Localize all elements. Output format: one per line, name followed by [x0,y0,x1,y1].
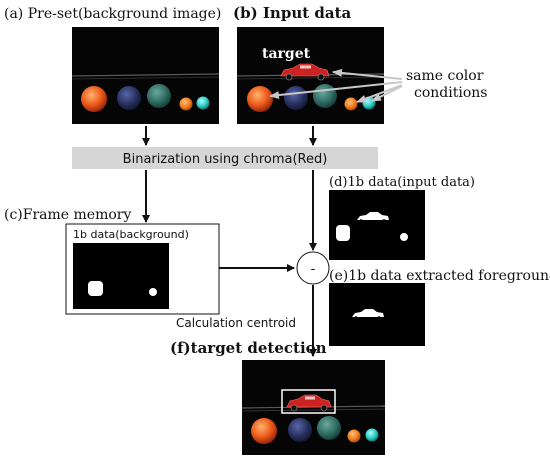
detection-image [241,360,386,455]
centroid-label: Calculation centroid [176,316,296,330]
background-image [71,27,220,124]
minus-symbol: - [311,262,316,277]
detection-label: (f)target detection [170,339,327,357]
detected-car-icon [286,394,332,412]
same-color-label-1: same color [406,68,484,84]
input-binary-image [329,190,425,260]
foreground-binary-image [329,283,425,346]
input-label: (b) Input data [233,4,352,22]
preset-label: (a) Pre-set(background image) [4,6,221,22]
detection-box [281,389,336,414]
red-car-icon [280,63,330,81]
same-color-arrows [269,68,403,103]
frame-memory-label: (c)Frame memory [4,207,131,223]
bg-1b-label: 1b data(background) [73,228,189,241]
binarization-bar [72,147,378,169]
binarization-label: Binarization using chroma(Red) [123,152,328,167]
foreground-1b-label: (e)1b data extracted foreground [329,268,550,284]
background-binary-image [73,243,169,309]
same-color-label-2: conditions [414,85,487,101]
input-1b-label: (d)1b data(input data) [329,175,475,190]
target-label: target [262,46,311,62]
subtract-node [296,251,330,285]
